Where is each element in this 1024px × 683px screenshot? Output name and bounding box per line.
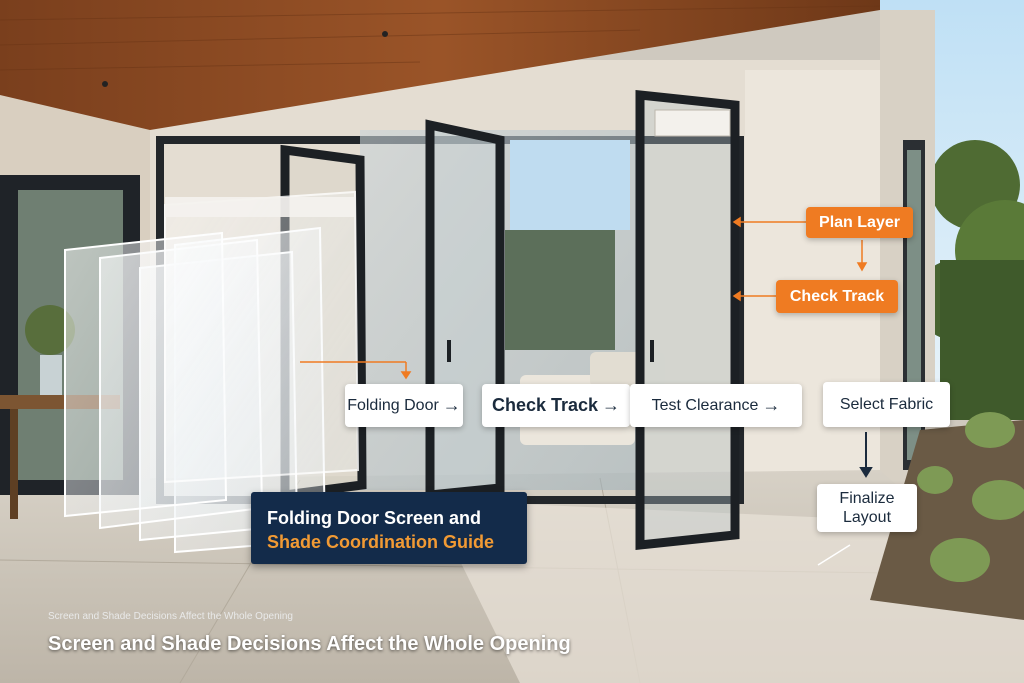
flow-step-finalize-line1: Finalize (839, 490, 895, 507)
plan-layer-callout: Plan Layer (806, 207, 913, 238)
flow-step-check-track-label: Check Track (491, 395, 599, 415)
flow-step-test-clearance-label: Test Clearance (651, 396, 759, 414)
plan-layer-label: Plan Layer (819, 213, 900, 231)
flow-step-finalize-layout: Finalize Layout (817, 484, 917, 532)
flow-step-folding-door-label: Folding Door (347, 396, 439, 414)
flow-step-select-fabric: Select Fabric (823, 382, 950, 427)
flow-step-select-fabric-label: Select Fabric (839, 395, 934, 413)
flow-step-finalize-line2: Layout (842, 509, 892, 526)
screen-panels-stack (64, 190, 360, 554)
flow-step-folding-door: Folding Door → (345, 384, 463, 427)
main-caption: Screen and Shade Decisions Affect the Wh… (48, 633, 571, 655)
flow-step-test-clearance: Test Clearance → (630, 384, 802, 427)
retractable-screen-housing (654, 109, 731, 137)
guide-title-card: Folding Door Screen and Shade Coordinati… (251, 492, 527, 564)
garden-trees (915, 140, 1024, 420)
flow-down-arrow (859, 432, 873, 478)
flow-arrow-icon: → (602, 395, 621, 415)
guide-title-line1: Folding Door Screen and (267, 508, 482, 528)
guide-title-line2: Shade Coordination Guide (267, 532, 495, 552)
flow-arrow-icon: → (442, 395, 461, 415)
check-track-callout-label: Check Track (789, 287, 885, 305)
flow-step-check-track: Check Track → (482, 384, 630, 427)
flow-arrow-icon: → (762, 395, 781, 415)
callout-arrows (300, 216, 868, 380)
small-caption: Screen and Shade Decisions Affect the Wh… (48, 611, 293, 622)
wood-ceiling (0, 0, 880, 130)
note-pointer (817, 544, 851, 566)
check-track-callout: Check Track (776, 280, 898, 313)
